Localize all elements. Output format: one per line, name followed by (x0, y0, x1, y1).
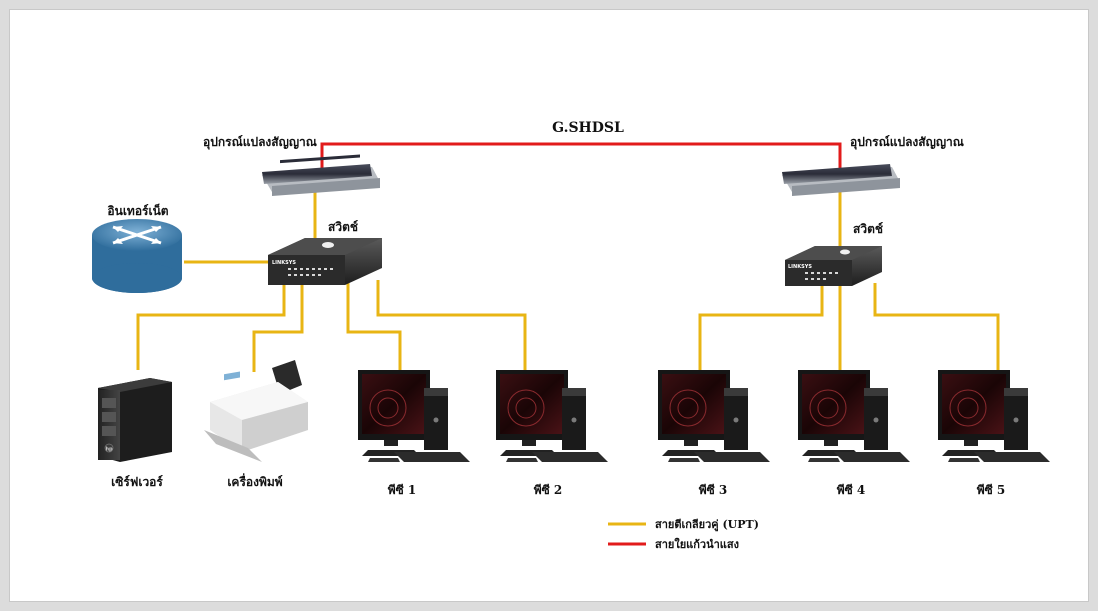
legend-utp-label: สายตีเกลียวคู่ (UPT) (655, 518, 759, 532)
cable-switch-server (136, 280, 286, 370)
server-brand: hp (106, 447, 114, 453)
pc4-label: พีซี 4 (837, 483, 866, 497)
cable-switch-pc1 (346, 280, 402, 372)
network-diagram: G.SHDSL อุปกรณ์แปลงสัญญาณ อุปกรณ์แปลงสัญ… (92, 120, 1050, 551)
pc-3 (658, 370, 770, 462)
switch-right: LINKSYS (785, 246, 882, 286)
modem-right (782, 164, 900, 196)
internet-label: อินเทอร์เน็ต (107, 203, 168, 218)
diagram-canvas: G.SHDSL อุปกรณ์แปลงสัญญาณ อุปกรณ์แปลงสัญ… (10, 10, 1088, 601)
pc5-label: พีซี 5 (977, 483, 1006, 497)
pc-1 (358, 370, 470, 462)
switch-left: LINKSYS (268, 238, 382, 285)
pc-2 (496, 370, 608, 462)
cable-switch-printer (252, 280, 304, 372)
pc1-label: พีซี 1 (388, 483, 417, 497)
server: hp (98, 378, 172, 462)
server-label: เซิร์ฟเวอร์ (111, 475, 163, 489)
legend: สายตีเกลียวคู่ (UPT) สายใยแก้วนำแสง (608, 518, 759, 551)
modem-left (262, 154, 380, 196)
pc3-label: พีซี 3 (699, 483, 728, 497)
cable-switch-pc5 (873, 283, 1000, 372)
modem-left-label: อุปกรณ์แปลงสัญญาณ (203, 135, 317, 150)
internet-router (92, 219, 182, 293)
switch-right-label: สวิตช์ (853, 222, 883, 236)
router-arrows-icon (112, 225, 162, 245)
printer-label: เครื่องพิมพ์ (227, 473, 282, 489)
switch-left-brand: LINKSYS (272, 260, 296, 266)
fiber-cable (320, 142, 842, 168)
utp-cables (136, 190, 1000, 372)
switch-right-brand: LINKSYS (788, 264, 812, 270)
printer (204, 360, 308, 462)
legend-fiber-label: สายใยแก้วนำแสง (655, 537, 739, 551)
pc-4 (798, 370, 910, 462)
modem-right-label: อุปกรณ์แปลงสัญญาณ (850, 135, 964, 150)
pc2-label: พีซี 2 (534, 483, 563, 497)
cable-switch-pc2 (376, 280, 527, 372)
switch-left-label: สวิตช์ (328, 220, 358, 234)
cable-switch-pc3 (698, 283, 824, 372)
link-label: G.SHDSL (552, 120, 624, 136)
pc-5 (938, 370, 1050, 462)
